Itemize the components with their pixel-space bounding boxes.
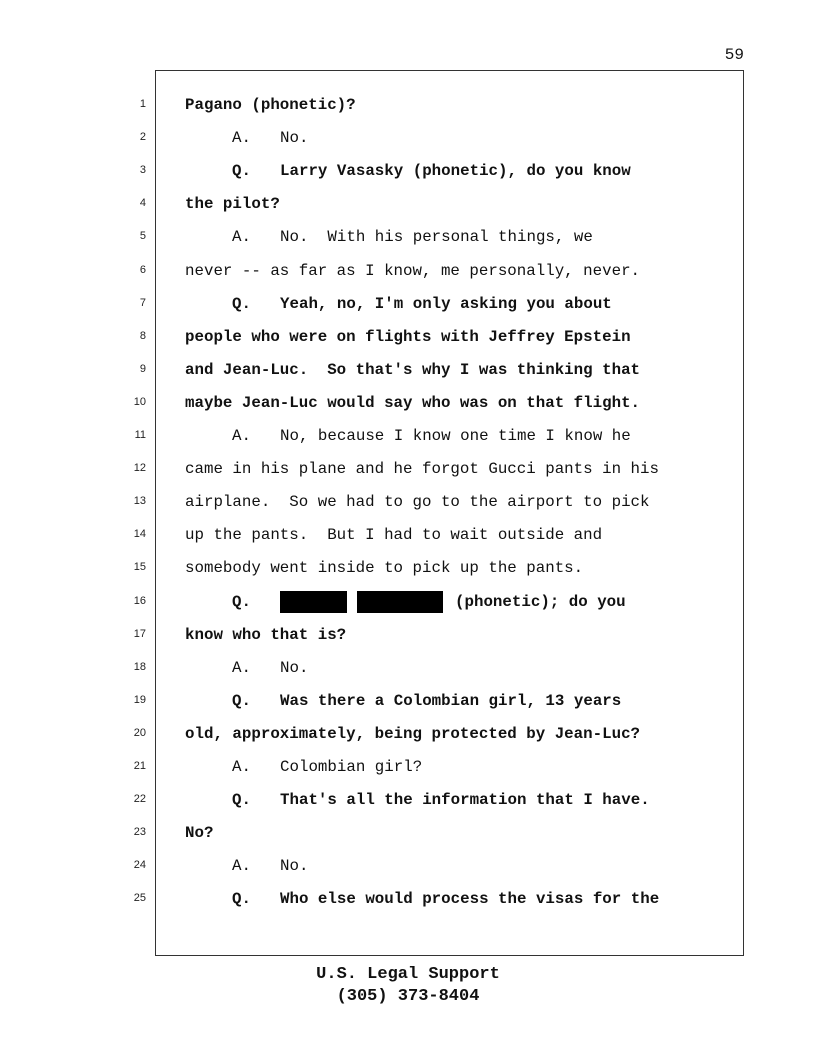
speaker-label: Q. — [232, 791, 251, 810]
line-text: No, because I know one time I know he — [280, 427, 631, 445]
speaker-label: Q. — [232, 890, 251, 909]
line-number: 13 — [133, 495, 146, 508]
line-number: 1 — [139, 98, 146, 110]
speaker-label: A. — [232, 658, 251, 677]
line-number: 15 — [133, 561, 146, 574]
redaction-box — [357, 590, 443, 613]
speaker-label: A. — [232, 228, 251, 247]
line-text: old, approximately, being protected by J… — [185, 724, 641, 743]
line-number: 16 — [133, 594, 146, 607]
line-text: know who that is? — [185, 625, 347, 644]
speaker-label: A. — [232, 427, 251, 445]
footer-company: U.S. Legal Support — [316, 965, 500, 984]
line-text: Yeah, no, I'm only asking you about — [280, 294, 612, 313]
speaker-label: A. — [232, 857, 251, 876]
line-number: 22 — [133, 793, 146, 806]
page-number: 59 — [724, 46, 744, 64]
line-number: 4 — [139, 197, 146, 210]
line-text: airplane. So we had to go to the airport… — [185, 493, 650, 512]
line-number: 18 — [133, 660, 146, 673]
line-text: (phonetic); do you — [455, 592, 626, 611]
line-text: No. — [280, 857, 309, 876]
line-number: 17 — [133, 627, 146, 640]
footer: U.S. Legal Support (305) 373-8404 — [0, 964, 816, 1008]
line-text: No. — [280, 129, 309, 148]
line-text: Was there a Colombian girl, 13 years — [280, 691, 622, 710]
speaker-label: A. — [232, 129, 251, 148]
line-number: 3 — [139, 164, 146, 177]
line-text: up the pants. But I had to wait outside … — [185, 526, 603, 545]
line-text: Who else would process the visas for the — [280, 890, 660, 909]
transcript-box — [155, 70, 744, 956]
line-number: 2 — [139, 131, 146, 144]
line-number: 6 — [139, 263, 146, 276]
speaker-label: Q. — [232, 592, 251, 611]
line-text: never -- as far as I know, me personally… — [185, 261, 641, 280]
line-number: 7 — [139, 296, 146, 309]
line-number: 21 — [133, 760, 146, 772]
line-text: No. With his personal things, we — [280, 228, 593, 247]
line-number: 9 — [139, 362, 146, 375]
speaker-label: Q. — [232, 691, 251, 710]
line-number: 20 — [133, 726, 146, 739]
line-number: 14 — [133, 528, 146, 541]
line-number: 24 — [133, 859, 146, 872]
line-number: 5 — [139, 230, 146, 243]
line-text: Pagano (phonetic)? — [185, 96, 356, 114]
line-number: 19 — [133, 693, 146, 706]
line-text: No? — [185, 824, 214, 843]
line-number: 11 — [134, 429, 146, 441]
line-number: 8 — [139, 329, 146, 342]
line-text: people who were on flights with Jeffrey … — [185, 327, 631, 346]
line-number: 10 — [133, 395, 146, 408]
speaker-label: A. — [232, 758, 251, 776]
line-text: came in his plane and he forgot Gucci pa… — [185, 460, 659, 479]
speaker-label: Q. — [232, 294, 251, 313]
line-text: maybe Jean-Luc would say who was on that… — [185, 393, 641, 412]
line-number: 23 — [133, 826, 146, 839]
line-text: Colombian girl? — [280, 758, 423, 776]
redaction-box — [280, 590, 347, 613]
line-text: That's all the information that I have. — [280, 791, 650, 810]
line-number: 25 — [133, 892, 146, 905]
speaker-label: Q. — [232, 162, 251, 181]
line-text: somebody went inside to pick up the pant… — [185, 559, 584, 578]
footer-phone: (305) 373-8404 — [336, 987, 480, 1006]
line-text: and Jean-Luc. So that's why I was thinki… — [185, 360, 641, 379]
line-number: 12 — [133, 462, 146, 475]
line-text: the pilot? — [185, 195, 280, 214]
line-text: Larry Vasasky (phonetic), do you know — [280, 162, 631, 181]
line-text: No. — [280, 658, 309, 677]
